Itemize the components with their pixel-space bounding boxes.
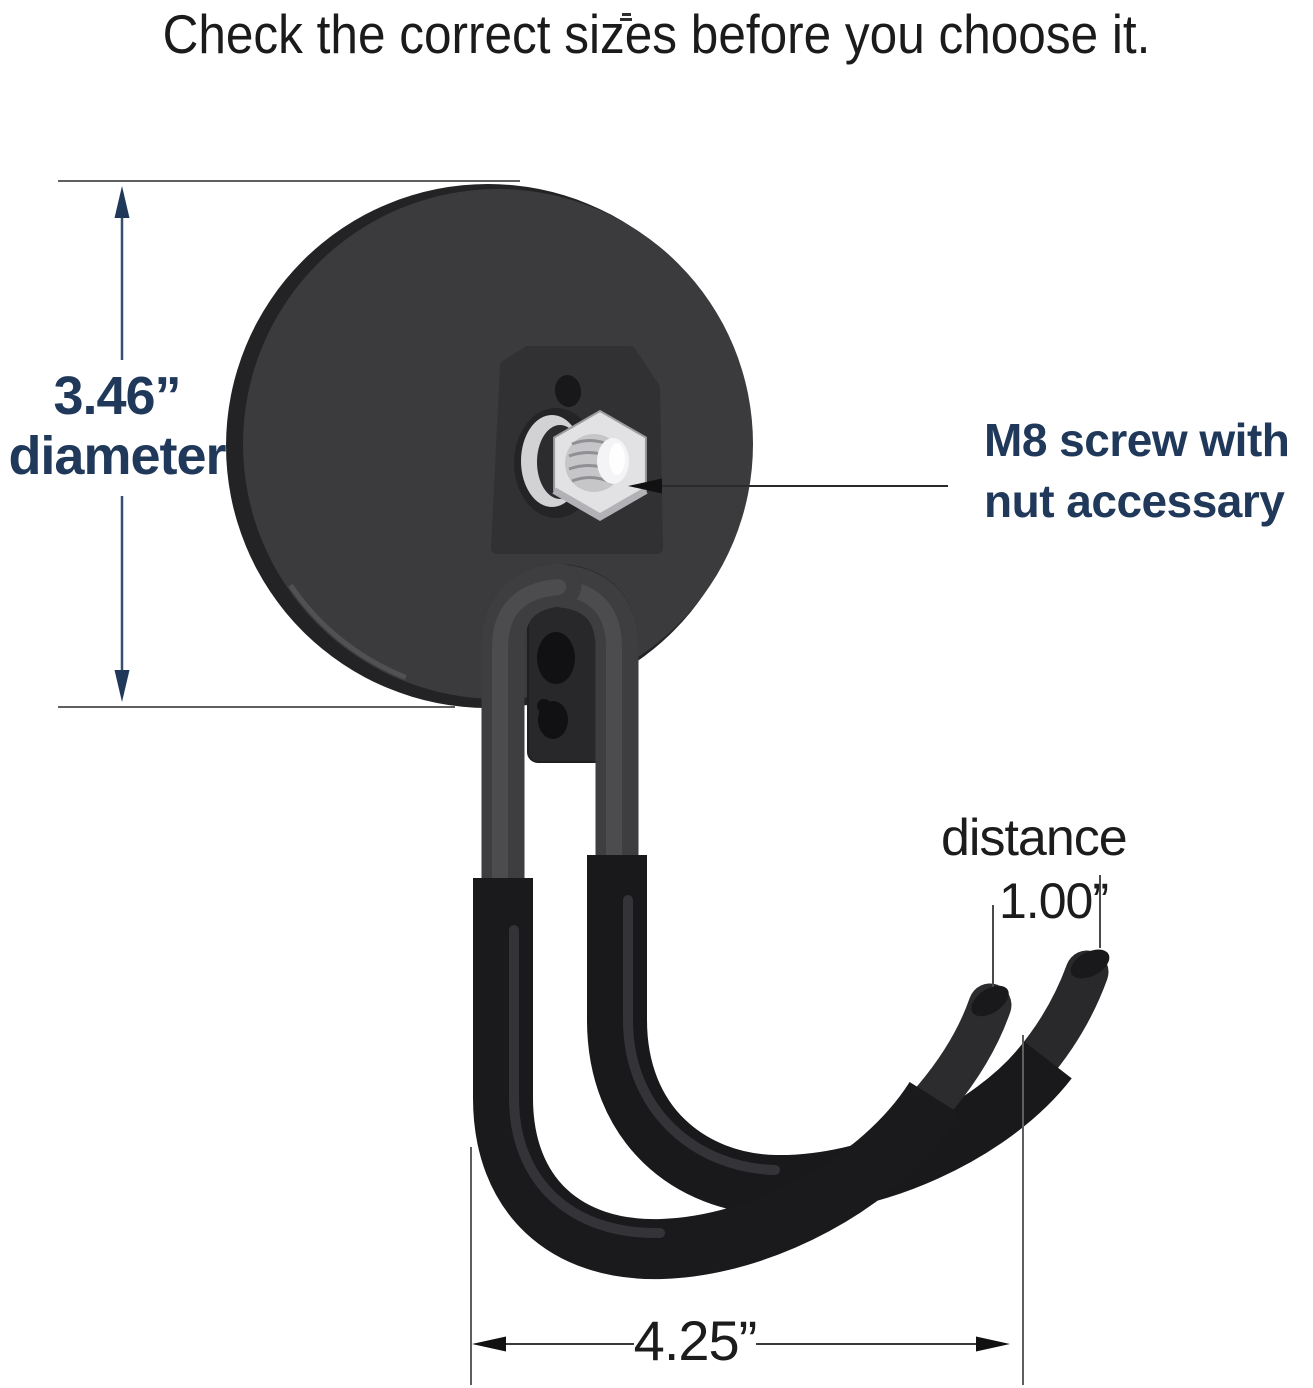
double-hook-rod <box>473 563 1110 1280</box>
front-hook-tip-cap <box>971 985 1009 1017</box>
screw-threads <box>568 439 614 485</box>
page-title: Check the correct sizes before you choos… <box>162 3 1151 65</box>
front-hook-sleeve <box>473 878 961 1280</box>
diameter-dimension <box>58 180 520 708</box>
diameter-arrowhead-down <box>114 670 130 702</box>
diameter-word: diameter <box>8 426 226 487</box>
artifact-bar <box>620 18 632 21</box>
upper-plate-hole <box>554 375 582 407</box>
screw-tip-highlight <box>609 443 625 475</box>
tip-distance-leaders <box>992 875 1101 987</box>
front-hook-sleeve-sheen <box>509 925 665 1239</box>
diameter-arrowhead-up <box>114 186 130 218</box>
front-hook-sheen <box>492 579 566 886</box>
hex-nut-facet-shade <box>552 487 648 522</box>
title-artifact-mark <box>620 13 634 25</box>
back-hook-sleeve <box>587 855 1072 1216</box>
distance-word: distance <box>941 809 1128 867</box>
width-arrowhead-left <box>472 1336 506 1352</box>
width-value: 4.25” <box>633 1309 758 1372</box>
screw-label-line1: M8 screw with <box>984 414 1290 466</box>
screw-leader-arrowhead <box>628 478 662 494</box>
diameter-value: 3.46” <box>53 366 181 426</box>
back-hook-sleeve-sheen <box>623 895 780 1175</box>
screw-leader-arrow <box>628 478 948 494</box>
artifact-bar <box>622 13 631 16</box>
plate-hole-round <box>537 632 575 684</box>
plate-hole-keyhole <box>538 701 568 739</box>
screw-label-block: M8 screw with nut accessary <box>984 410 1313 531</box>
lower-bracket-plate <box>527 587 609 763</box>
diameter-label-block: 3.46” diameter <box>0 366 242 487</box>
m8-screw-and-nut <box>514 408 648 522</box>
back-hook-tip-cap <box>1070 949 1110 979</box>
width-arrowhead-right <box>976 1336 1010 1352</box>
screw-label-line2: nut accessary <box>984 474 1285 527</box>
distance-value: 1.00” <box>999 873 1109 929</box>
width-dimension <box>470 1035 1024 1385</box>
